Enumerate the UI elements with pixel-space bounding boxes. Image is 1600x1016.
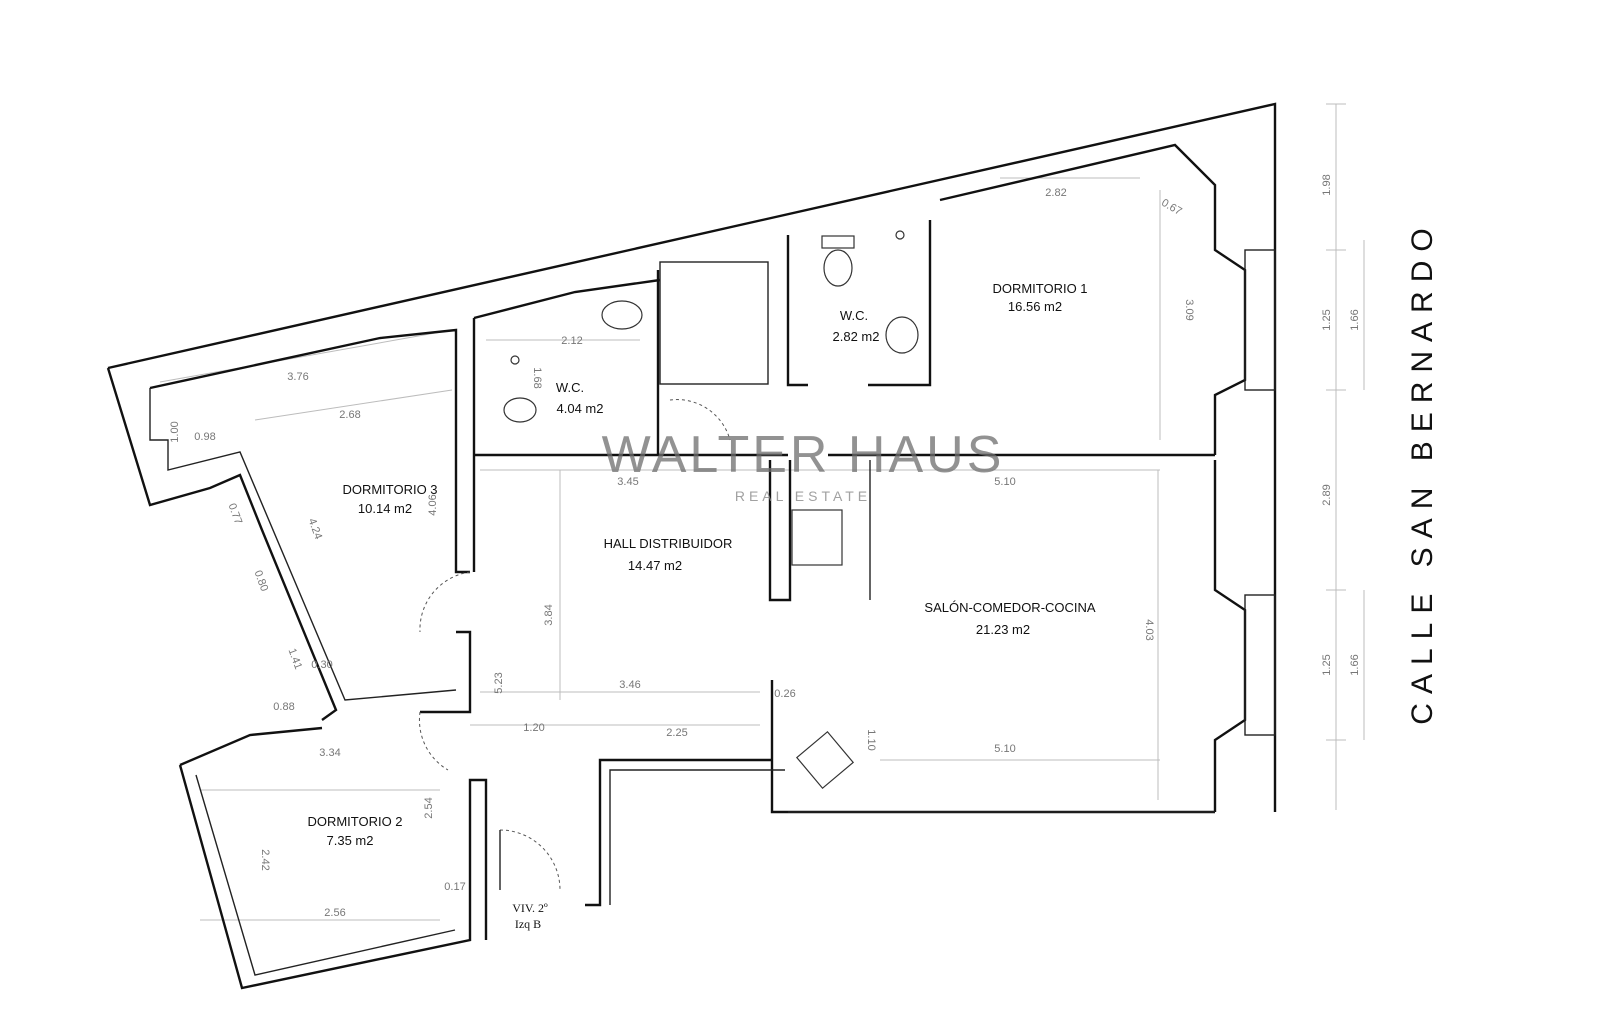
- dim-label: 5.10: [994, 743, 1015, 755]
- dim-label: 2.25: [666, 727, 687, 739]
- dim-label: 5.10: [994, 476, 1015, 488]
- room-area-hall: 14.47 m2: [628, 558, 682, 573]
- dim-label: 2.89: [1321, 484, 1333, 505]
- dim-label: 3.84: [543, 604, 555, 625]
- dim-label: 3.76: [287, 371, 308, 383]
- dim-label: 4.24: [306, 517, 325, 541]
- windows: [1244, 249, 1276, 736]
- door-swings: [418, 399, 731, 891]
- dim-label: 2.42: [259, 849, 271, 870]
- room-name-dormitorio-3: DORMITORIO 3: [342, 482, 437, 497]
- dim-label: 1.98: [1321, 174, 1333, 195]
- stove-icon: [795, 730, 855, 790]
- room-area-wc-large: 4.04 m2: [557, 401, 604, 416]
- room-area-dormitorio-1: 16.56 m2: [1008, 299, 1062, 314]
- dim-label: 0.67: [1159, 197, 1184, 218]
- dim-label: 1.10: [865, 729, 877, 750]
- dim-label: 2.54: [423, 797, 435, 818]
- dim-label: 1.25: [1321, 309, 1333, 330]
- room-area-dormitorio-2: 7.35 m2: [327, 833, 374, 848]
- dim-label: 1.00: [169, 421, 181, 442]
- dim-label: 4.03: [1143, 619, 1155, 640]
- dim-label: 2.68: [339, 409, 360, 421]
- dim-label: 3.09: [1183, 299, 1195, 320]
- toilet-icon: [503, 397, 537, 423]
- watermark-brand: WALTER HAUS: [602, 426, 1005, 484]
- dim-label: 1.68: [531, 367, 543, 388]
- street-name: CALLE SAN BERNARDO: [1406, 219, 1439, 724]
- dim-label: 2.82: [1045, 187, 1066, 199]
- dim-label: 3.46: [619, 679, 640, 691]
- dim-label: 3.34: [319, 747, 340, 759]
- dim-label: 0.17: [444, 881, 465, 893]
- room-name-dormitorio-2: DORMITORIO 2: [307, 814, 402, 829]
- unit-label-line-2: Izq B: [515, 917, 541, 931]
- room-name-hall: HALL DISTRIBUIDOR: [604, 536, 733, 551]
- toilet-icon: [823, 249, 853, 287]
- room-name-dormitorio-1: DORMITORIO 1: [992, 281, 1087, 296]
- dim-label: 0.26: [774, 688, 795, 700]
- dim-label: 1.66: [1349, 654, 1361, 675]
- room-name-wc-large: W.C.: [556, 380, 584, 395]
- dim-label: 5.23: [493, 672, 505, 693]
- dimension-lines: [159, 103, 1365, 921]
- dimension-labels: 3.76 2.68 1.00 0.98 4.24 4.06 2.12 1.68 …: [169, 174, 1361, 919]
- dim-label: 2.12: [561, 335, 582, 347]
- dim-label: 1.66: [1349, 309, 1361, 330]
- fixtures: [503, 230, 919, 790]
- walls: [106, 102, 1277, 990]
- room-name-wc-small: W.C.: [840, 308, 868, 323]
- room-area-salon: 21.23 m2: [976, 622, 1030, 637]
- watermark-tagline: REAL ESTATE: [735, 488, 871, 504]
- dim-label: 1.25: [1321, 654, 1333, 675]
- dim-label: 0.80: [252, 569, 271, 593]
- unit-label: VIV. 2º Izq B: [512, 901, 548, 931]
- dim-label: 0.88: [273, 701, 294, 713]
- room-area-dormitorio-3: 10.14 m2: [358, 501, 412, 516]
- sink-icon: [601, 300, 643, 330]
- room-area-wc-small: 2.82 m2: [833, 329, 880, 344]
- room-labels: DORMITORIO 1 16.56 m2 W.C. 2.82 m2 W.C. …: [307, 281, 1095, 848]
- dim-label: 4.06: [427, 494, 439, 515]
- room-name-salon: SALÓN-COMEDOR-COCINA: [924, 600, 1096, 615]
- dim-label: 0.98: [194, 431, 215, 443]
- dim-label: 1.41: [286, 647, 305, 671]
- dim-label: 2.56: [324, 907, 345, 919]
- dim-label: 1.20: [523, 722, 544, 734]
- dim-label: 0.77: [226, 502, 245, 526]
- sink-icon: [885, 316, 919, 354]
- unit-label-line-1: VIV. 2º: [512, 901, 548, 915]
- dim-label: 3.45: [617, 476, 638, 488]
- watermark: WALTER HAUS REAL ESTATE: [602, 426, 1005, 504]
- dim-label: 0.30: [311, 659, 332, 671]
